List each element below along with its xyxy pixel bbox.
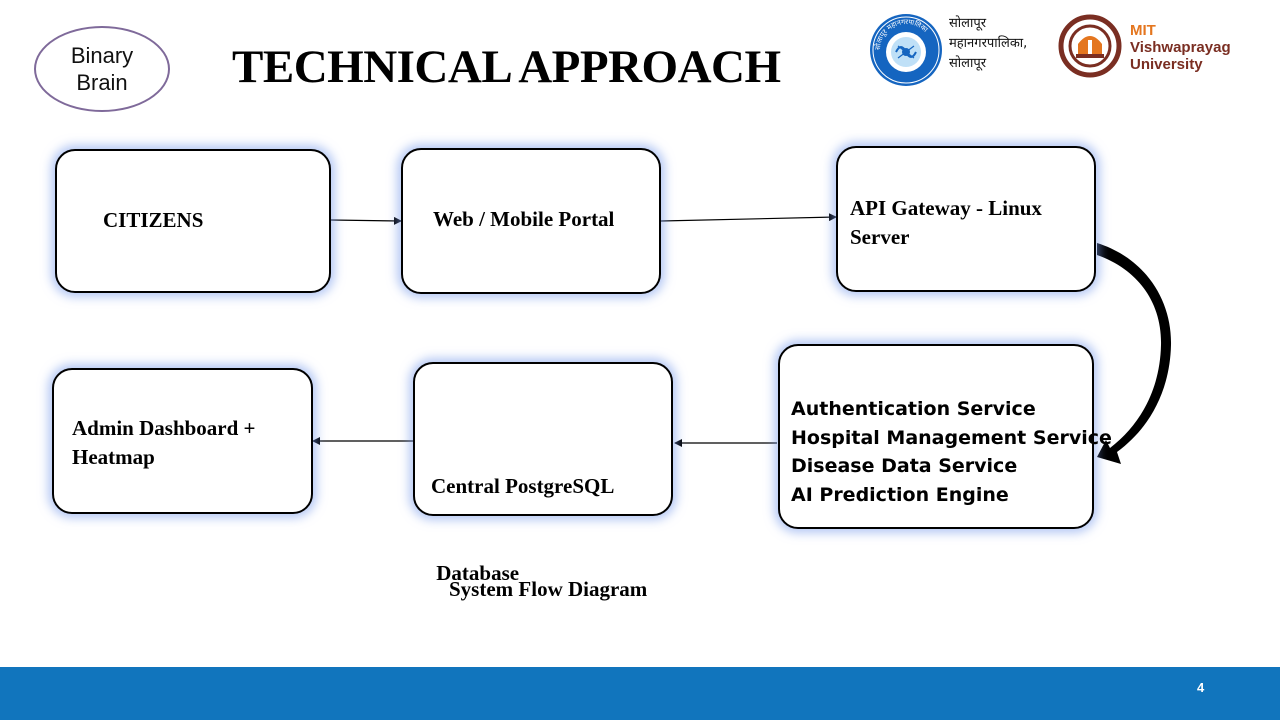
node-admin-dashboard: Admin Dashboard + Heatmap (52, 368, 313, 514)
node-database-label-line-1: Central PostgreSQL (431, 474, 615, 498)
service-item-disease-data: Disease Data Service (791, 455, 1018, 478)
service-item-ai-prediction: AI Prediction Engine (791, 483, 1009, 506)
smc-name-line-1: सोलापूर (949, 16, 987, 31)
smc-name-line-2: महानगरपालिका, (949, 36, 1028, 51)
node-gateway-label: API Gateway - Linux Server (850, 194, 1042, 252)
node-database-label: Central PostgreSQL Database (431, 414, 614, 646)
smc-seal-logo: सोलापूर महानगरपालिका (870, 14, 942, 86)
page-number: 4 (1197, 680, 1205, 695)
node-citizens: CITIZENS (55, 149, 331, 293)
node-gateway-label-line-1: API Gateway - Linux (850, 196, 1042, 220)
node-api-gateway: API Gateway - Linux Server (836, 146, 1096, 292)
arrow-citizens-to-portal (330, 216, 402, 225)
node-citizens-label: CITIZENS (103, 208, 204, 232)
node-admin-label-line-1: Admin Dashboard + (72, 416, 256, 440)
node-central-database: Central PostgreSQL Database (413, 362, 673, 585)
team-badge-line-1: Binary (70, 43, 134, 68)
diagram-caption: System Flow Diagram (449, 577, 648, 601)
mit-name: Vishwaprayag University (1130, 39, 1231, 73)
arrow-gateway-to-services (1097, 243, 1172, 464)
team-badge-line-2: Brain (76, 70, 128, 95)
node-admin-label: Admin Dashboard + Heatmap (72, 414, 256, 472)
node-gateway-label-line-2: Server (850, 225, 910, 249)
smc-name: सोलापूर महानगरपालिका, सोलापूर (949, 14, 1027, 74)
mit-university-logo (1058, 14, 1122, 78)
mit-name-line-1: Vishwaprayag (1130, 39, 1231, 56)
smc-name-line-3: सोलापूर (949, 56, 987, 71)
node-services: Authentication Service Hospital Manageme… (778, 344, 1112, 529)
node-database-label-line-2: Database (431, 561, 520, 585)
team-badge: Binary Brain (34, 26, 170, 112)
node-services-list: Authentication Service Hospital Manageme… (791, 395, 1112, 509)
arrow-portal-to-gateway (660, 213, 837, 222)
node-web-mobile-portal: Web / Mobile Portal (401, 148, 661, 294)
node-admin-label-line-2: Heatmap (72, 445, 155, 469)
service-item-authentication: Authentication Service (791, 398, 1036, 420)
footer-bar (0, 667, 1280, 720)
mit-name-line-2: University (1130, 56, 1203, 73)
mit-tag: MIT (1130, 22, 1156, 39)
service-item-hospital-management: Hospital Management Service (791, 426, 1112, 449)
page-title: TECHNICAL APPROACH (232, 41, 781, 93)
node-portal-label: Web / Mobile Portal (433, 207, 615, 231)
